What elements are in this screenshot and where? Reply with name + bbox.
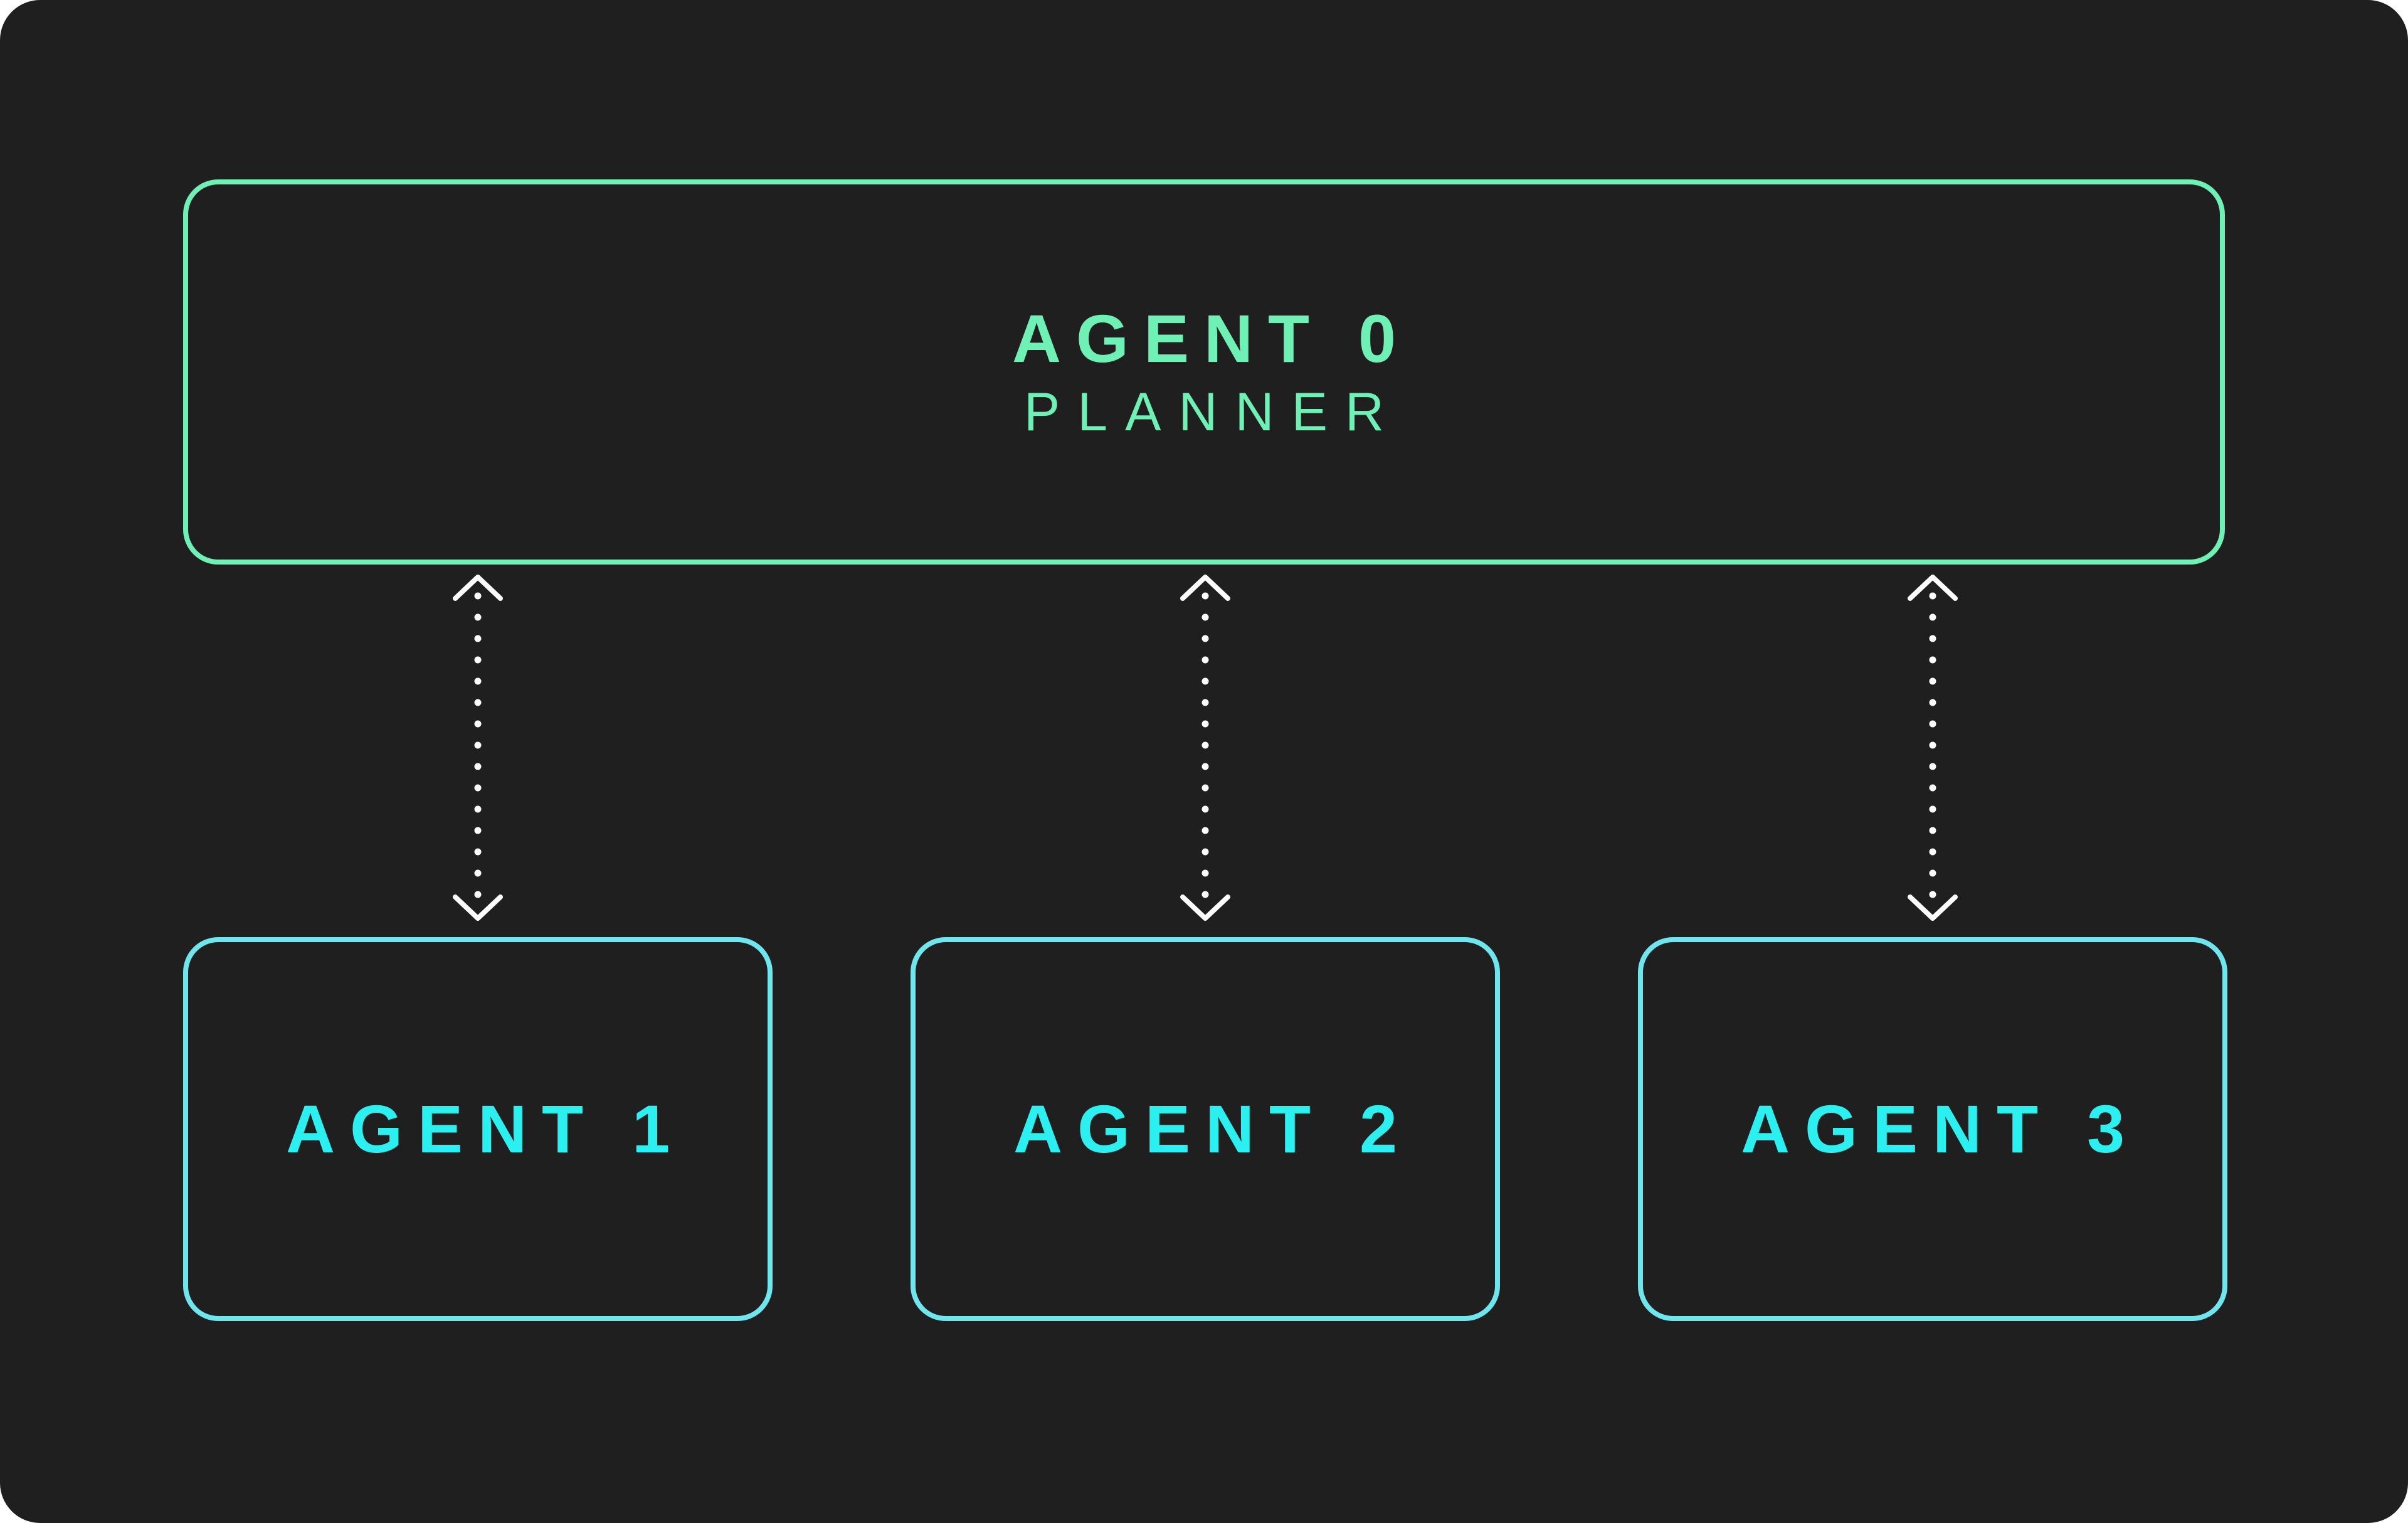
connector-dot: [1929, 592, 1936, 600]
arrowhead-up-icon: [1180, 575, 1230, 601]
connector-dot: [1201, 720, 1209, 728]
agent-node-1: AGENT 1: [183, 937, 773, 1321]
connector-dot: [1929, 656, 1936, 664]
connector-dot: [474, 720, 482, 728]
connector-1: [453, 575, 503, 921]
connector-dot: [1201, 656, 1209, 664]
connector-dot: [474, 848, 482, 856]
connector-dot: [1201, 805, 1209, 813]
planner-node: AGENT 0 PLANNER: [183, 179, 2225, 565]
connector-dot: [1929, 805, 1936, 813]
connector-dot: [1929, 784, 1936, 792]
connector-dot: [474, 699, 482, 706]
connector-dot: [474, 613, 482, 621]
arrowhead-up-icon: [1908, 575, 1958, 601]
connector-dot: [1929, 613, 1936, 621]
connector-dot: [1929, 763, 1936, 770]
agent-1-title: AGENT 1: [285, 1091, 685, 1167]
connector-dot: [474, 891, 482, 898]
connector-dot: [474, 763, 482, 770]
agent-node-2: AGENT 2: [911, 937, 1500, 1321]
arrowhead-down-icon: [1908, 894, 1958, 921]
connector-dot: [1201, 784, 1209, 792]
planner-role-label: PLANNER: [1023, 382, 1402, 442]
connector-dot: [1201, 891, 1209, 898]
connector-dot: [1201, 677, 1209, 685]
connector-dot: [474, 869, 482, 877]
arrowhead-down-icon: [453, 894, 503, 921]
planner-title: AGENT 0: [1011, 300, 1412, 376]
connector-dot: [1929, 869, 1936, 877]
connector-dot: [1201, 827, 1209, 834]
connector-dot: [474, 827, 482, 834]
connector-3: [1908, 575, 1958, 921]
connector-dot: [1201, 763, 1209, 770]
connector-dot: [1201, 635, 1209, 642]
connector-dot: [1201, 848, 1209, 856]
connector-dot: [1201, 613, 1209, 621]
connector-2: [1180, 575, 1230, 921]
connector-dot: [1929, 720, 1936, 728]
connector-dot: [1201, 741, 1209, 749]
connector-dot: [474, 635, 482, 642]
arrowhead-up-icon: [453, 575, 503, 601]
connector-dot: [1929, 635, 1936, 642]
connector-dot: [1201, 869, 1209, 877]
connector-dot: [1929, 741, 1936, 749]
connector-dot: [474, 592, 482, 600]
agent-3-title: AGENT 3: [1740, 1091, 2140, 1167]
connector-dot: [1201, 699, 1209, 706]
connector-dot: [1929, 677, 1936, 685]
connector-dot: [1929, 891, 1936, 898]
connector-dot: [1201, 592, 1209, 600]
agent-2-title: AGENT 2: [1013, 1091, 1413, 1167]
connector-dot: [1929, 827, 1936, 834]
arrowhead-down-icon: [1180, 894, 1230, 921]
connector-dot: [474, 784, 482, 792]
connector-dot: [474, 741, 482, 749]
connector-dot: [1929, 699, 1936, 706]
connector-dot: [474, 805, 482, 813]
connector-dot: [474, 656, 482, 664]
connector-dot: [1929, 848, 1936, 856]
agent-node-3: AGENT 3: [1638, 937, 2227, 1321]
connector-dot: [474, 677, 482, 685]
